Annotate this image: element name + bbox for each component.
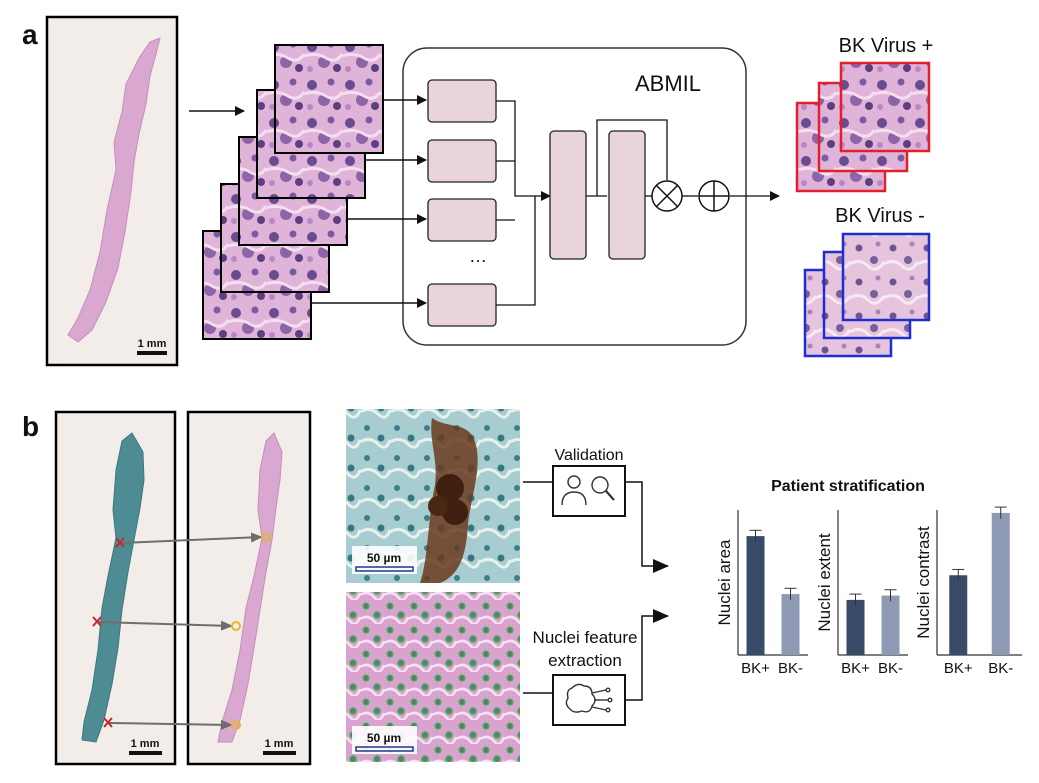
chart-bar (881, 595, 900, 655)
chart-y-label: Nuclei area (715, 539, 734, 626)
plus-circle-icon (698, 180, 730, 212)
wsi-thumbnail-a: 1 mm (45, 15, 179, 367)
micro-scale-label-top: 50 µm (367, 551, 401, 565)
validation-label: Validation (554, 447, 623, 464)
doctor-magnifier-icon (561, 475, 615, 506)
he-tissue-strip-b (217, 432, 283, 743)
encoder-block (427, 139, 497, 183)
abmil-title: ABMIL (635, 71, 701, 96)
ihc-wsi-thumbnail: 1 mm (54, 410, 177, 766)
bk-positive-label: BK Virus + (839, 35, 934, 57)
nuclei-segmentation-micrograph: 50 µm (346, 592, 520, 762)
chart-bar (846, 599, 865, 655)
chart-tick-label: BK- (988, 660, 1013, 677)
chart-bar (781, 594, 800, 655)
ihc-tissue-strip (81, 432, 145, 743)
chart-bar (746, 536, 765, 655)
chart-bar (949, 575, 968, 655)
bk-positive-stack (795, 61, 931, 193)
encoder-block (427, 198, 497, 242)
chart-y-label: Nuclei contrast (914, 526, 933, 639)
stratification-title: Patient stratification (771, 478, 925, 495)
scale-bar-label-a: 1 mm (138, 338, 167, 350)
ellipsis-dots: … (469, 246, 487, 266)
feature-label-line1: Nuclei feature (533, 628, 638, 647)
micro-scale-label-bottom: 50 µm (367, 731, 401, 745)
negative-patch (841, 232, 931, 322)
feature-to-stratification-arrow (625, 609, 669, 701)
patch-stack (202, 44, 384, 340)
chart-y-label: Nuclei extent (815, 533, 834, 632)
feature-label-line2: extraction (548, 651, 622, 670)
merge-connectors (496, 100, 551, 306)
he-tissue-strip (67, 37, 161, 343)
attention-layer-2 (608, 130, 646, 260)
positive-patch (839, 61, 931, 153)
validation-to-stratification-arrow (625, 481, 669, 573)
chart-tick-label: BK- (778, 660, 803, 677)
registration-arrows (92, 532, 271, 730)
skip-connector (596, 119, 668, 196)
chart-bar (991, 512, 1010, 655)
encoder-block (427, 283, 497, 327)
brain-network-icon (565, 683, 613, 713)
panel-a-label: a (22, 19, 38, 50)
chart-tick-label: BK+ (944, 660, 973, 677)
validation-box (552, 465, 626, 517)
he-wsi-thumbnail-b: 1 mm (186, 410, 312, 766)
chart-tick-label: BK- (878, 660, 903, 677)
feature-extraction-box (552, 674, 626, 726)
ihc-micrograph: 50 µm (346, 409, 520, 583)
landmark-circle (261, 532, 271, 542)
panel-b-label: b (22, 411, 39, 442)
attention-layer-1 (549, 130, 587, 260)
scale-bar-label-b-right: 1 mm (265, 738, 294, 750)
multiply-circle-icon (651, 180, 683, 212)
bk-negative-label: BK Virus - (835, 205, 925, 227)
encoder-block (427, 79, 497, 123)
bk-negative-stack (803, 232, 931, 358)
chart-tick-label: BK+ (841, 660, 870, 677)
chart-tick-label: BK+ (741, 660, 770, 677)
patch-tile (274, 44, 384, 154)
scale-bar-label-b-left: 1 mm (131, 738, 160, 750)
